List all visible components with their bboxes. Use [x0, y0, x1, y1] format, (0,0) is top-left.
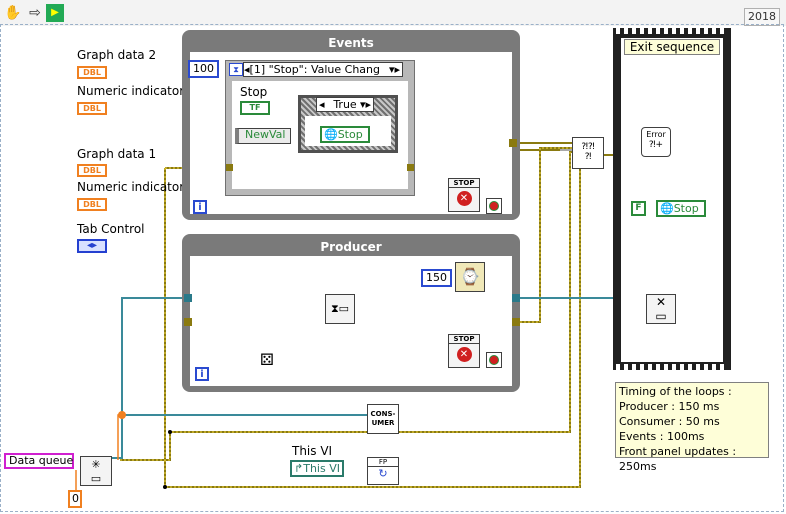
case-selector-label: True: [333, 98, 357, 111]
queue-size-constant[interactable]: 0: [68, 490, 82, 508]
false-constant[interactable]: F: [631, 201, 646, 216]
event-case-right-arrow[interactable]: ▾▸: [388, 63, 400, 76]
events-loop-title: Events: [328, 36, 374, 50]
run-arrow-icon[interactable]: ⇨: [29, 5, 41, 21]
exit-stop-property-node[interactable]: 🌐Stop: [656, 200, 706, 217]
producer-loop-condition[interactable]: [486, 352, 502, 368]
consumer-subvi-line2: UMER: [371, 419, 395, 427]
stop-if-true-icon: [489, 355, 499, 365]
comment-line: Timing of the loops :: [619, 385, 732, 398]
case-right-arrow[interactable]: ▾▸: [359, 98, 371, 111]
error-tunnel: [184, 318, 192, 326]
producer-stop-node-label: STOP: [449, 335, 479, 344]
toolbar: [0, 0, 786, 26]
graph-data-2-label: Graph data 2: [77, 48, 157, 62]
vi-reference-icon: ↱: [294, 462, 304, 475]
error-stop-icon: ✕: [456, 347, 472, 362]
tab-control-terminal[interactable]: ◂▸: [77, 239, 107, 253]
producer-iteration-terminal: i: [195, 367, 209, 381]
merge-errors-icon: ⁈⁈⁈: [581, 142, 595, 162]
stop-control-label: Stop: [240, 85, 268, 99]
error-dialog-node[interactable]: Error ⁈+: [641, 127, 671, 157]
this-vi-reference[interactable]: ↱This VI: [290, 460, 344, 477]
events-stop-node[interactable]: STOP ✕: [448, 178, 480, 212]
error-tunnel: [512, 318, 520, 326]
fp-subvi-label: FP: [368, 458, 398, 467]
events-iteration-terminal: i: [193, 200, 207, 214]
event-timeout-icon: ⧗: [229, 63, 243, 76]
comment-line: Events : 100ms: [619, 430, 705, 443]
numeric-indicator-2-label: Numeric indicator 2: [77, 84, 196, 98]
case-left-arrow[interactable]: ◂: [319, 98, 325, 111]
film-strip-top: [616, 28, 728, 34]
producer-wait-node[interactable]: ⌚: [455, 262, 485, 292]
stop-control-terminal[interactable]: TF: [240, 101, 270, 115]
error-dialog-label: Error: [646, 130, 666, 139]
tab-control-label: Tab Control: [77, 222, 145, 236]
comment-line: Producer : 150 ms: [619, 400, 720, 413]
hand-tool-icon[interactable]: ✋: [4, 5, 22, 21]
event-case-label: [1] "Stop": Value Chang: [249, 63, 380, 76]
event-case-left-arrow[interactable]: ◂: [244, 63, 250, 76]
producer-wait-constant[interactable]: 150: [421, 269, 452, 287]
stop-property-label: Stop: [337, 128, 363, 141]
release-queue-icon: ✕▭: [655, 295, 667, 323]
producer-loop-title: Producer: [320, 240, 382, 254]
this-vi-ref-label: This VI: [303, 462, 340, 475]
numeric-indicator-label: Numeric indicator: [77, 180, 185, 194]
block-diagram-frame: [0, 24, 784, 512]
comment-line: Consumer : 50 ms: [619, 415, 720, 428]
producer-stop-node[interactable]: STOP ✕: [448, 334, 480, 368]
numeric-indicator-terminal[interactable]: DBL: [77, 198, 107, 211]
data-queue-name-constant[interactable]: Data queue: [4, 453, 74, 469]
queue-tunnel: [184, 294, 192, 302]
queue-tunnel: [512, 294, 520, 302]
enqueue-icon: ⧗▭: [330, 302, 350, 315]
globe-icon: 🌐: [324, 128, 338, 141]
error-tunnel: [509, 139, 517, 147]
event-case-selector[interactable]: ◂[1] "Stop": Value Chang ▾▸: [243, 62, 403, 77]
stop-value-property-node[interactable]: 🌐Stop: [320, 126, 370, 143]
exit-sequence-title: Exit sequence: [624, 39, 720, 55]
timing-comment: Timing of the loops : Producer : 150 ms …: [615, 382, 769, 473]
this-vi-label: This VI: [292, 444, 333, 458]
film-strip-bottom: [616, 364, 728, 370]
obtain-queue-node[interactable]: ✳▭: [80, 456, 112, 486]
obtain-queue-icon: ✳▭: [90, 458, 102, 485]
consumer-subvi[interactable]: CONS- UMER: [367, 404, 399, 434]
newval-event-data[interactable]: NewVal: [235, 128, 291, 144]
numeric-indicator-2-terminal[interactable]: DBL: [77, 102, 107, 115]
error-stop-icon: ✕: [456, 191, 472, 206]
highlight-icon[interactable]: ▶: [46, 4, 64, 22]
events-stop-node-label: STOP: [449, 179, 479, 188]
error-dialog-icon: ⁈+: [648, 140, 664, 150]
front-panel-updater-subvi[interactable]: FP ↻: [367, 457, 399, 485]
events-timeout-constant[interactable]: 100: [188, 60, 219, 78]
exit-stop-property-label: Stop: [673, 202, 699, 215]
graph-data-1-terminal[interactable]: DBL: [77, 164, 107, 177]
release-queue-node[interactable]: ✕▭: [646, 294, 676, 324]
case-selector[interactable]: ◂ True▾▸: [316, 97, 374, 112]
refresh-icon: ↻: [378, 467, 388, 480]
enqueue-element-node[interactable]: ⧗▭: [325, 294, 355, 324]
version-badge: 2018: [744, 8, 780, 26]
error-tunnel: [407, 164, 414, 171]
merge-errors-node[interactable]: ⁈⁈⁈: [572, 137, 604, 169]
events-loop-condition[interactable]: [486, 198, 502, 214]
random-dice-icon[interactable]: ⚄: [260, 350, 274, 369]
error-tunnel: [226, 164, 233, 171]
wait-timer-icon: ⌚: [460, 267, 480, 286]
graph-data-2-terminal[interactable]: DBL: [77, 66, 107, 79]
stop-if-true-icon: [489, 201, 499, 211]
consumer-subvi-line1: CONS-: [370, 410, 396, 418]
graph-data-1-label: Graph data 1: [77, 147, 157, 161]
comment-line: Front panel updates : 250ms: [619, 445, 737, 473]
globe-icon: 🌐: [660, 202, 674, 215]
